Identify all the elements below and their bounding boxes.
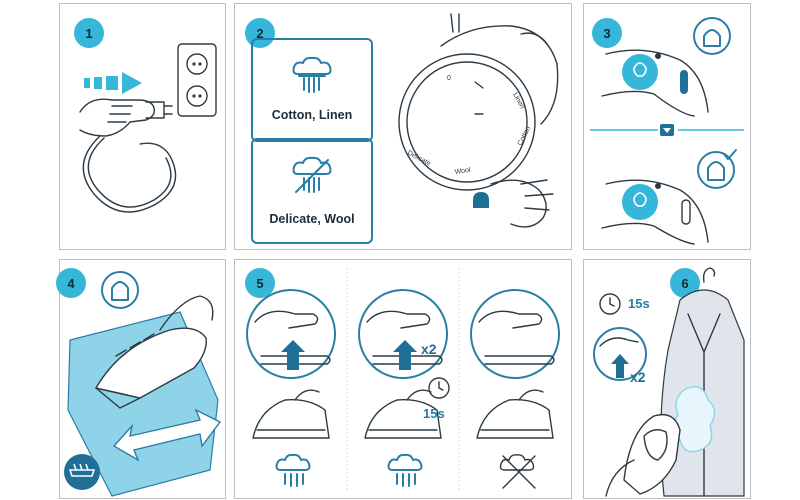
vertical-steam-illustration: x2 — [593, 267, 745, 497]
step6-timer-label: 15s — [628, 296, 650, 311]
temperature-dial-illustration: 0 Linen Cotton Wool Delicate — [398, 13, 559, 228]
dial-label-cotton: Cotton — [517, 125, 533, 147]
step-badge-2: 2 — [245, 18, 275, 48]
dial-label-zero: 0 — [447, 75, 451, 82]
panel-step-2: 2 Cotton, Linen Delicate, Wool — [234, 3, 572, 250]
step6-multiplier-label: x2 — [630, 369, 646, 385]
setting-card-delicate-wool: Delicate, Wool — [251, 138, 373, 244]
steam-burst-illustration: x2 — [246, 268, 560, 492]
high-steam-icon — [292, 56, 332, 93]
temperature-light-illustration — [590, 17, 744, 245]
step5-multiplier-label: x2 — [421, 341, 437, 357]
dial-label-linen: Linen — [511, 92, 525, 111]
setting-label-delicate-wool: Delicate, Wool — [269, 212, 355, 226]
plug-into-socket-illustration — [79, 43, 217, 213]
setting-label-cotton-linen: Cotton, Linen — [271, 108, 353, 122]
panel-step-3: 3 — [583, 3, 751, 250]
step-badge-1: 1 — [74, 18, 104, 48]
step-badge-4: 4 — [56, 268, 86, 298]
no-steam-icon — [292, 156, 332, 193]
panel-step-6: 6 x2 15s — [583, 259, 751, 499]
panel-step-1: 1 — [59, 3, 226, 250]
panel-step-5: 5 x2 — [234, 259, 572, 499]
step5-timer-label: 15s — [423, 406, 445, 421]
setting-card-cotton-linen: Cotton, Linen — [251, 38, 373, 142]
dry-ironing-illustration — [64, 271, 222, 497]
step-badge-3: 3 — [592, 18, 622, 48]
dial-label-wool: Wool — [454, 167, 471, 176]
step-badge-5: 5 — [245, 268, 275, 298]
panel-step-4: 4 — [56, 259, 226, 499]
